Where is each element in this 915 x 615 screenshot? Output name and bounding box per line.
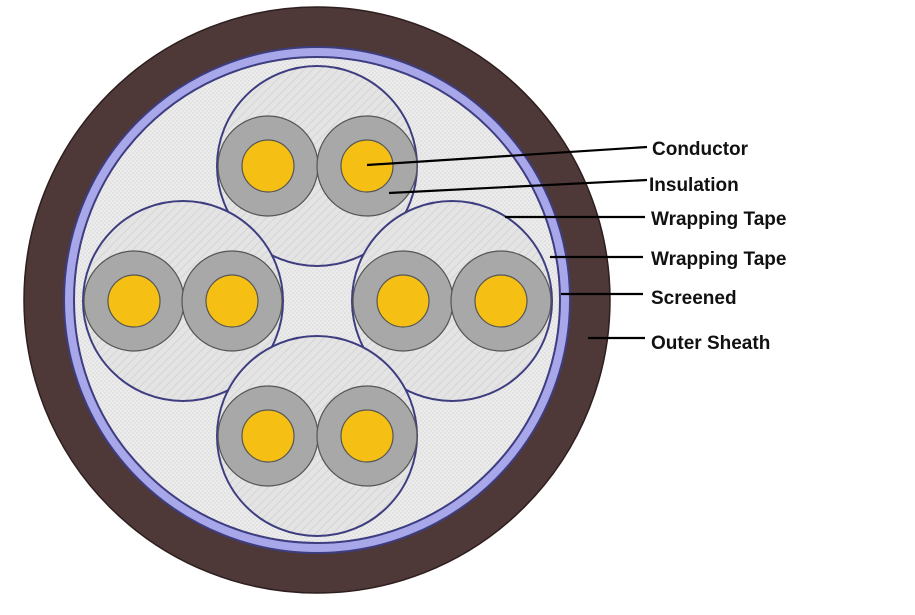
pair-bottom (216, 335, 418, 537)
label-wrapping-tape-outer: Wrapping Tape (651, 249, 786, 270)
conductor-core (376, 274, 430, 328)
core (83, 250, 185, 352)
leader-insulation (388, 178, 648, 195)
conductor-core (340, 409, 394, 463)
leader-lines (366, 145, 648, 340)
conductor-core (205, 274, 259, 328)
label-wrapping-tape-inner: Wrapping Tape (651, 209, 786, 230)
core (316, 115, 418, 217)
core (450, 250, 552, 352)
label-conductor: Conductor (652, 139, 749, 160)
pair-top (216, 65, 418, 267)
conductor-core (107, 274, 161, 328)
conductor-core (241, 409, 295, 463)
core (352, 250, 454, 352)
label-outer-sheath: Outer Sheath (651, 333, 770, 354)
conductor-core (474, 274, 528, 328)
core (316, 385, 418, 487)
leader-conductor (366, 145, 648, 167)
label-insulation: Insulation (649, 175, 739, 196)
core (217, 115, 319, 217)
callout-labels: Conductor Insulation Wrapping Tape Wrapp… (649, 139, 786, 354)
pair-right (351, 200, 553, 402)
core (217, 385, 319, 487)
core (181, 250, 283, 352)
outer-wrapping-tape-layer (73, 56, 561, 544)
label-screened: Screened (651, 288, 737, 309)
pair-left (82, 200, 284, 402)
conductor-core (340, 139, 394, 193)
conductor-core (241, 139, 295, 193)
